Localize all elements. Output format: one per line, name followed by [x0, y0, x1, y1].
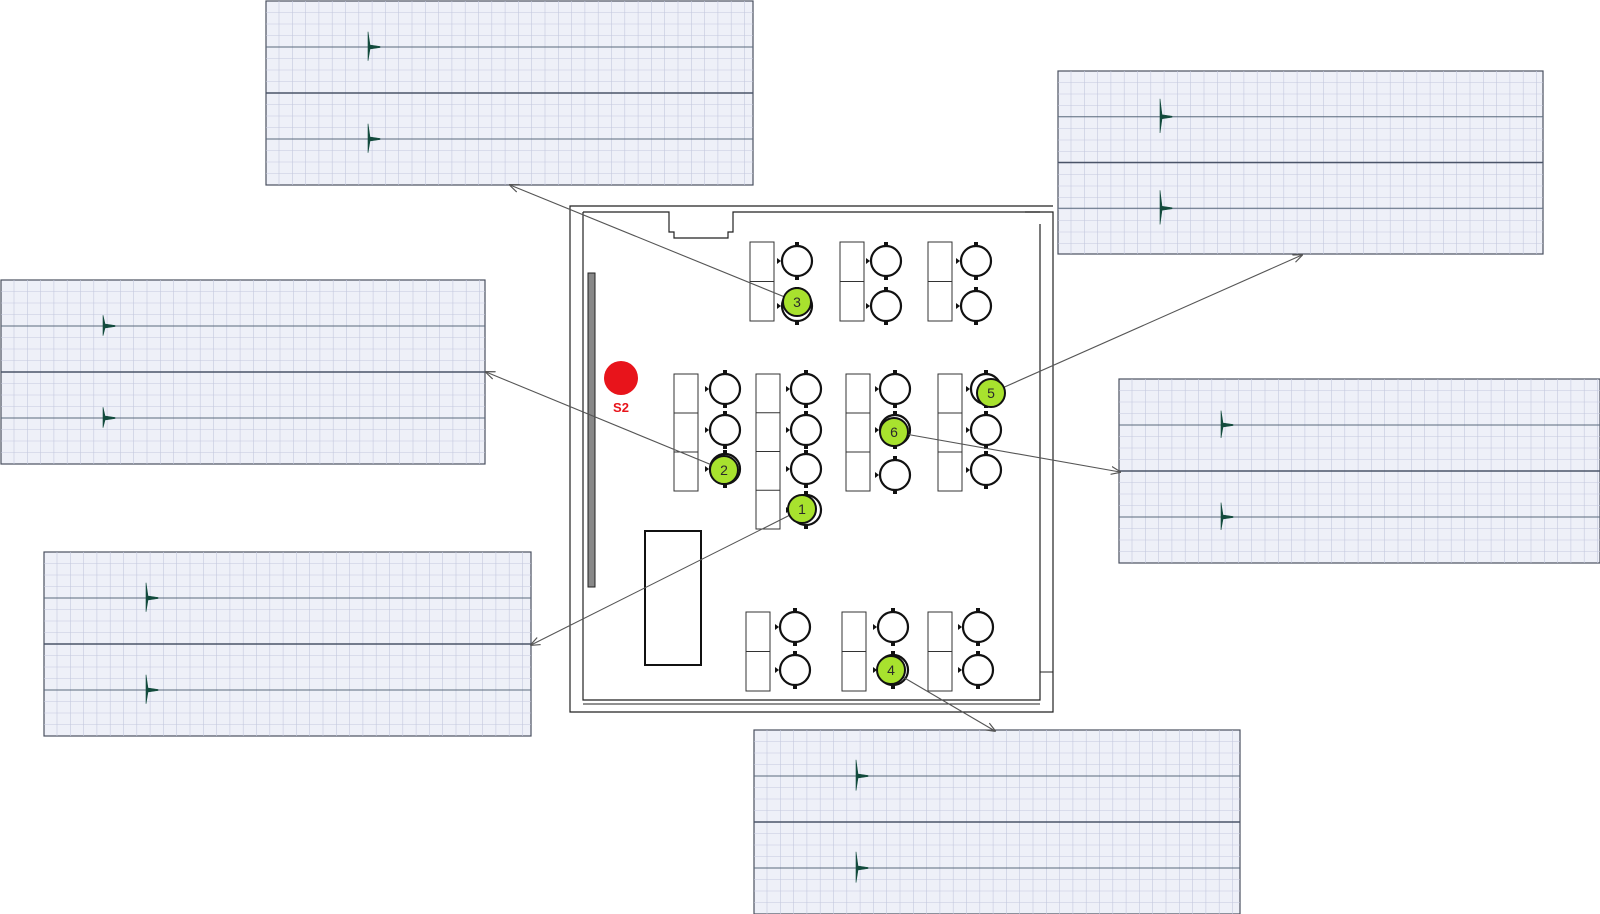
arrow-receiver-6 — [893, 431, 1120, 472]
student-desk — [755, 373, 781, 530]
chair — [866, 287, 903, 325]
chair — [966, 451, 1003, 489]
receiver-label: 3 — [793, 294, 801, 310]
sound-source: S2 — [604, 361, 638, 415]
receiver-label: 4 — [887, 662, 895, 678]
receiver-label: 6 — [890, 424, 898, 440]
receiver-label: 2 — [720, 462, 728, 478]
receiver-marker — [879, 417, 909, 447]
chair — [786, 450, 823, 488]
chair — [875, 370, 912, 408]
waveform-panel-receiver-1 — [43, 551, 532, 737]
impulse-spike — [855, 759, 869, 791]
chalkboard — [587, 272, 596, 588]
chair — [956, 242, 993, 280]
impulse-spike — [367, 123, 381, 153]
receiver-label: 1 — [798, 501, 806, 517]
student-desk — [839, 241, 865, 322]
arrow-receiver-5 — [990, 255, 1302, 394]
student-desk — [673, 373, 699, 492]
teacher-desk — [644, 530, 702, 666]
chair — [866, 242, 903, 280]
arrow-receiver-4 — [890, 669, 995, 731]
student-desk — [927, 611, 953, 692]
chair — [705, 370, 742, 408]
receiver-markers: 1 2 3 4 5 6 — [709, 287, 1006, 685]
chair — [875, 456, 912, 494]
waveform-panel-receiver-3 — [265, 0, 754, 186]
chair — [705, 411, 742, 449]
chair — [956, 287, 993, 325]
receiver-4: 4 — [876, 655, 906, 685]
chair — [777, 242, 814, 280]
waveform-panel-receiver-2 — [0, 279, 486, 465]
top-wall-with-alcove — [583, 211, 1040, 239]
waveform-panel-receiver-5 — [1057, 70, 1544, 255]
sound-source-marker — [604, 361, 638, 395]
impulse-spike — [145, 582, 159, 612]
receiver-label: 5 — [987, 385, 995, 401]
chair — [958, 608, 995, 646]
sound-source-label: S2 — [613, 400, 629, 415]
top-wall-outer — [569, 205, 1053, 212]
inner-wall — [582, 212, 1041, 701]
receiver-marker — [876, 655, 906, 685]
student-desk — [841, 611, 867, 692]
student-desk — [749, 241, 775, 322]
chair — [786, 411, 823, 449]
outer-wall — [569, 211, 1054, 713]
arrow-receiver-2 — [486, 372, 725, 471]
receiver-6: 6 — [879, 417, 909, 447]
impulse-spike — [1159, 190, 1173, 225]
receiver-marker — [787, 494, 817, 524]
chair — [786, 370, 823, 408]
receiver-marker — [782, 287, 812, 317]
impulse-spike — [1220, 502, 1234, 531]
student-desk — [927, 241, 953, 322]
chair — [775, 651, 812, 689]
impulse-spike — [1159, 98, 1173, 133]
impulse-spike — [145, 674, 159, 704]
waveform-panel-receiver-4 — [753, 729, 1241, 914]
student-desk — [845, 373, 871, 492]
receiver-2: 2 — [709, 455, 739, 485]
receiver-1: 1 — [787, 494, 817, 524]
student-desk — [937, 373, 963, 492]
chair — [775, 608, 812, 646]
receiver-3: 3 — [782, 287, 812, 317]
arrow-receiver-1 — [531, 508, 803, 645]
waveform-panel-receiver-6 — [1118, 378, 1600, 564]
impulse-spike — [1220, 410, 1234, 439]
classroom-floor-plan — [569, 205, 1054, 713]
impulse-spike — [367, 31, 381, 61]
receiver-marker — [976, 378, 1006, 408]
receiver-to-panel-arrows — [486, 185, 1302, 731]
receiver-5: 5 — [976, 378, 1006, 408]
chair — [966, 411, 1003, 449]
impulse-spike — [102, 407, 116, 428]
impulse-spike — [855, 851, 869, 883]
impulse-spike — [102, 315, 116, 336]
chair — [958, 651, 995, 689]
receiver-marker — [709, 455, 739, 485]
chair — [873, 608, 910, 646]
arrow-receiver-3 — [510, 185, 798, 303]
student-desk — [745, 611, 771, 692]
